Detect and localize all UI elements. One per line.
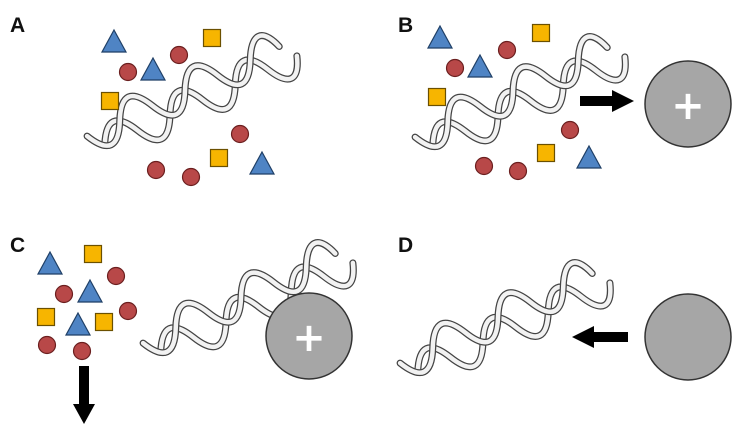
- circle-icon: [37, 335, 57, 355]
- triangle-icon: [140, 57, 166, 81]
- triangle-icon: [576, 145, 602, 169]
- square-icon: [83, 244, 103, 264]
- panel-label-a: A: [10, 14, 25, 37]
- neutral-bead: [644, 293, 732, 381]
- circle-icon: [497, 40, 517, 60]
- circle-icon: [560, 120, 580, 140]
- circle-icon: [474, 156, 494, 176]
- panel-label-c: C: [10, 234, 25, 257]
- square-icon: [427, 87, 447, 107]
- arrow-right-icon: [580, 90, 634, 112]
- triangle-icon: [65, 312, 91, 336]
- triangle-icon: [77, 279, 103, 303]
- panel-b: B +: [398, 14, 732, 181]
- plus-icon: +: [671, 83, 705, 129]
- positive-bead: +: [265, 292, 353, 380]
- positive-bead: +: [644, 60, 732, 148]
- circle-icon: [118, 301, 138, 321]
- triangle-icon: [427, 25, 453, 49]
- arrow-down-icon: [73, 366, 95, 424]
- circle-icon: [106, 266, 126, 286]
- arrow-left-icon: [572, 326, 628, 348]
- panel-d: D: [393, 234, 732, 394]
- circle-icon: [445, 58, 465, 78]
- dna-helix: [393, 252, 618, 394]
- square-icon: [94, 312, 114, 332]
- panel-a: A: [10, 14, 304, 187]
- square-icon: [202, 28, 222, 48]
- circle-icon: [146, 160, 166, 180]
- circle-icon: [54, 284, 74, 304]
- panel-c: C +: [10, 232, 360, 424]
- square-icon: [36, 307, 56, 327]
- circle-icon: [169, 45, 189, 65]
- plus-icon: +: [292, 315, 326, 361]
- square-icon: [100, 91, 120, 111]
- circle-icon: [181, 167, 201, 187]
- triangle-icon: [249, 151, 275, 175]
- circle-icon: [118, 62, 138, 82]
- panel-label-d: D: [398, 234, 413, 257]
- square-icon: [536, 143, 556, 163]
- triangle-icon: [467, 54, 493, 78]
- triangle-icon: [37, 251, 63, 275]
- circle-icon: [230, 124, 250, 144]
- circle-icon: [508, 161, 528, 181]
- square-icon: [531, 23, 551, 43]
- circle-icon: [72, 341, 92, 361]
- panel-label-b: B: [398, 14, 413, 37]
- triangle-icon: [101, 29, 127, 53]
- square-icon: [209, 148, 229, 168]
